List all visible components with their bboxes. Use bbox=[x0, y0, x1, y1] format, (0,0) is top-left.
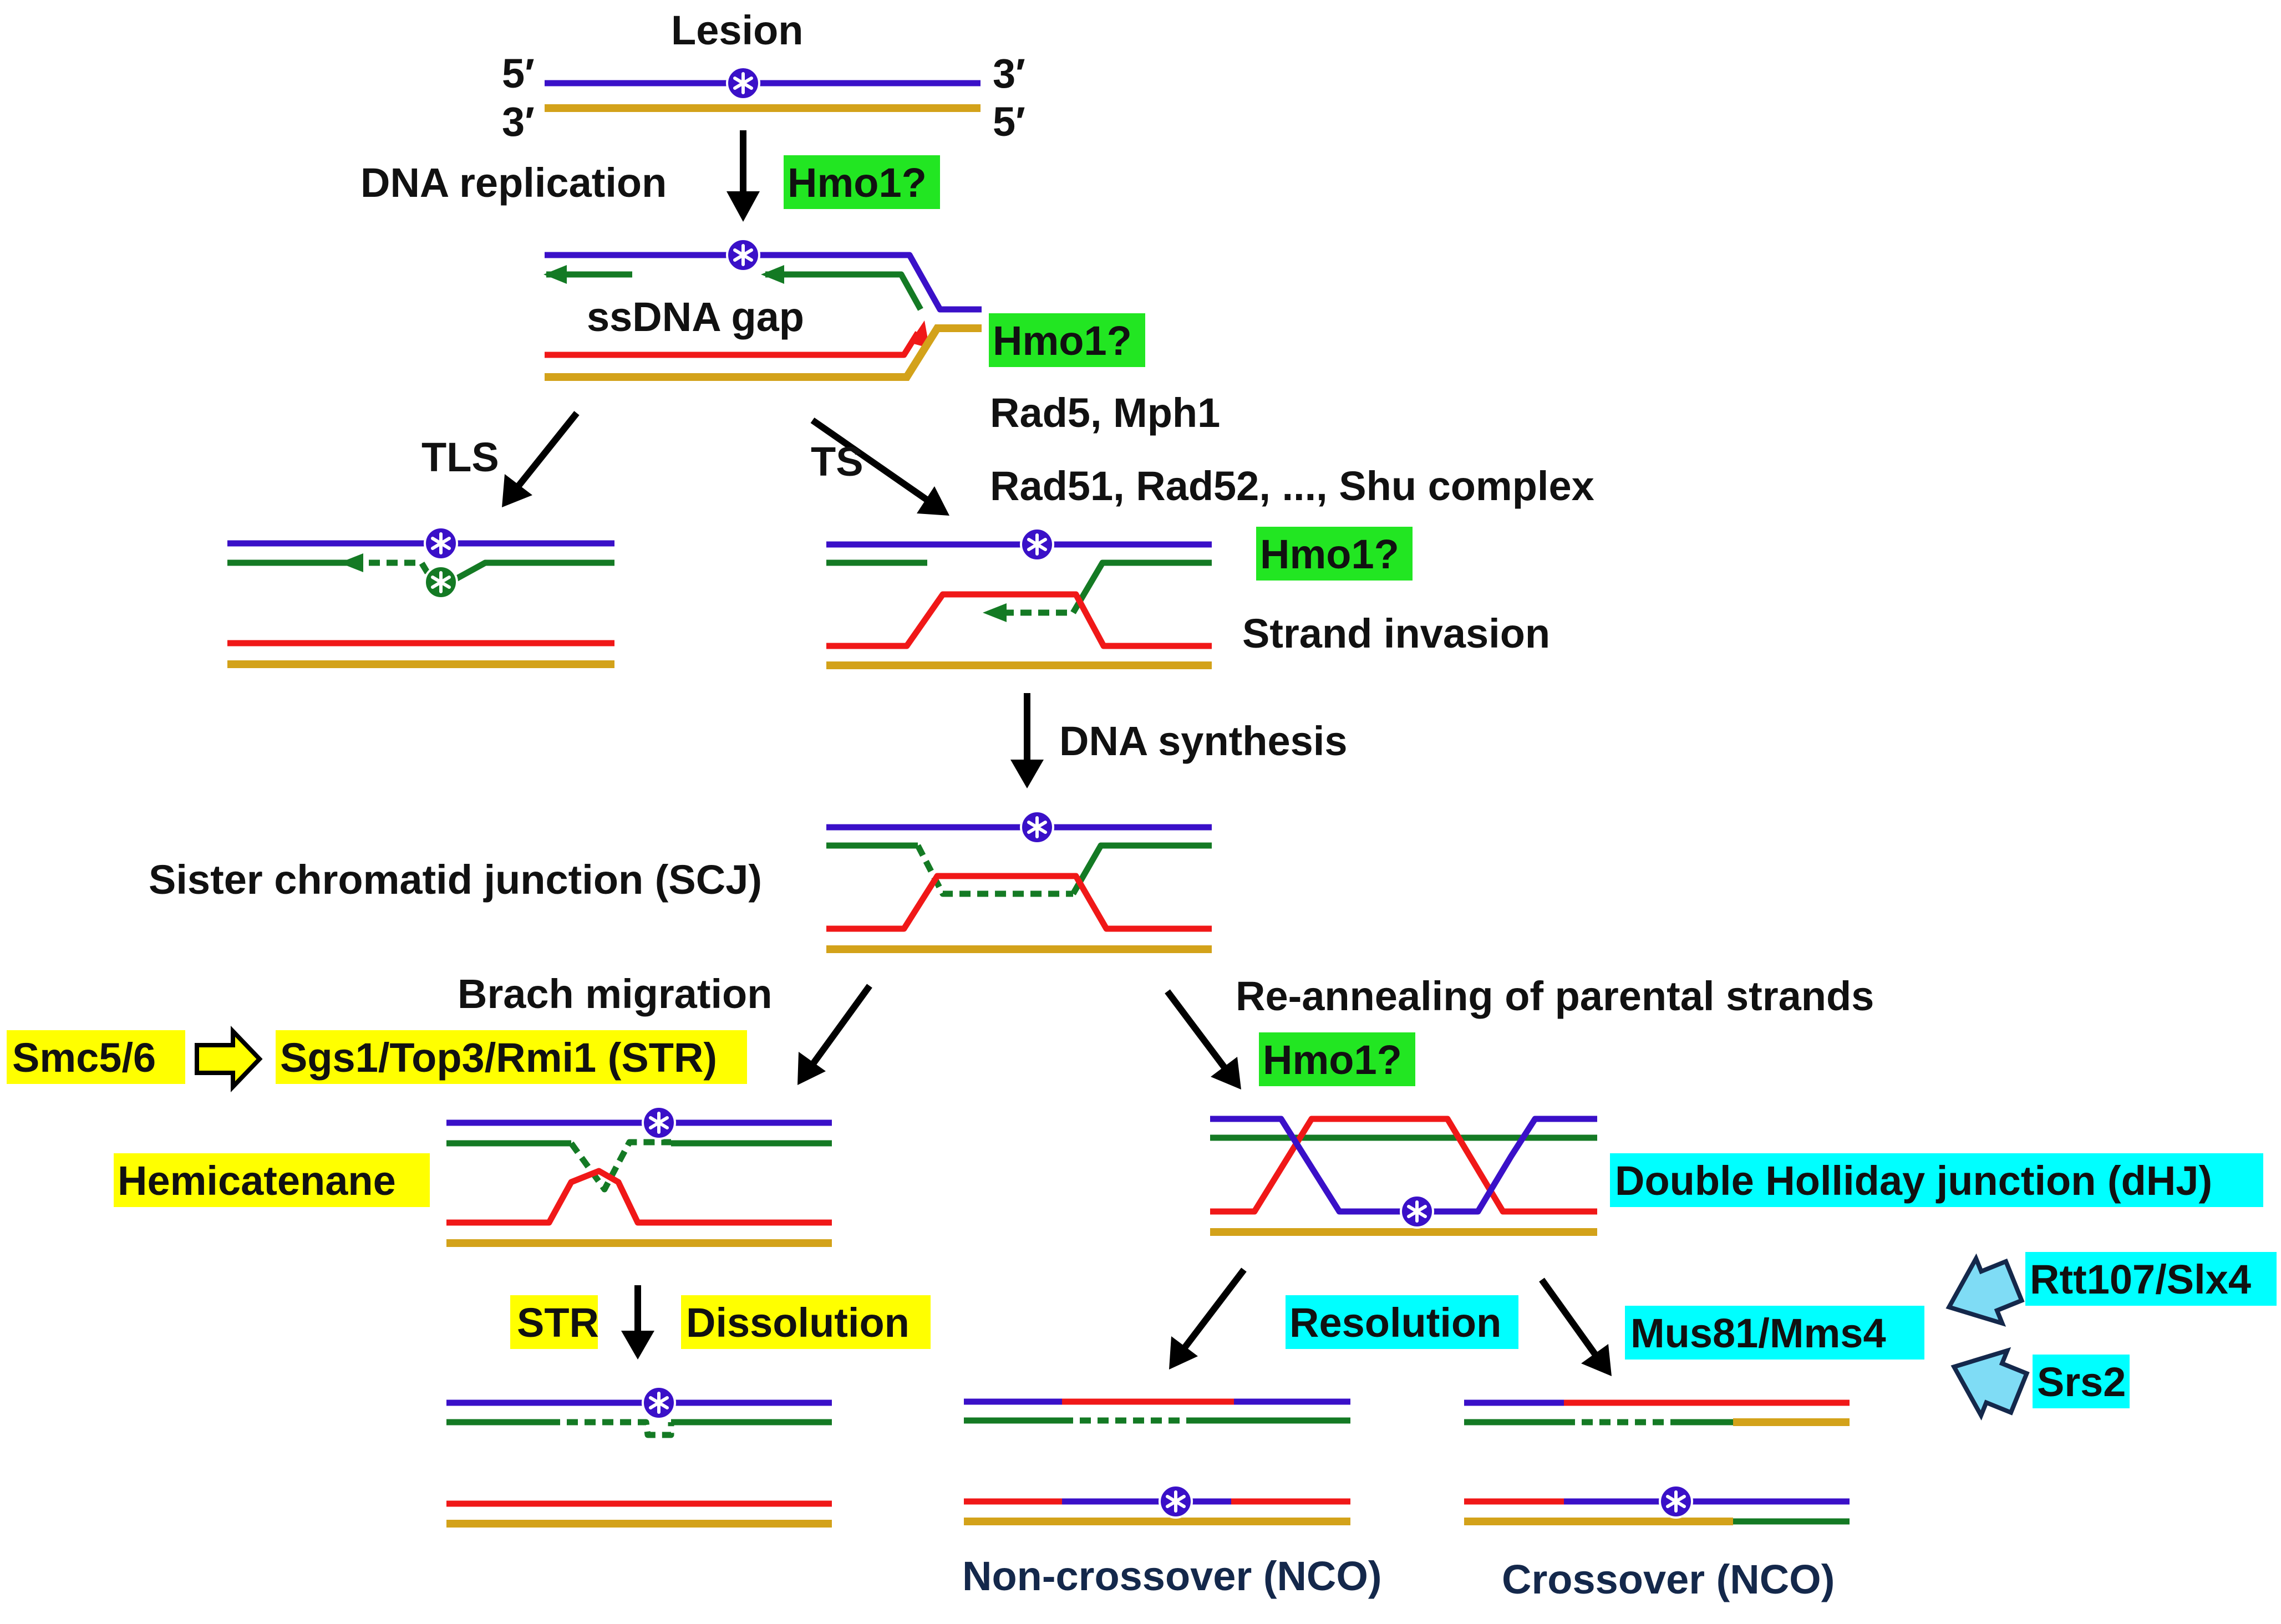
str-label: STR bbox=[517, 1300, 599, 1346]
hmo1-highlight bbox=[989, 313, 1145, 367]
rtt107-slx4-label: Rtt107/Slx4 bbox=[2030, 1256, 2251, 1302]
ssdna-gap-duplex bbox=[543, 238, 982, 381]
lesion-icon bbox=[726, 238, 760, 272]
srs2-stimulation-arrow-icon bbox=[1950, 1347, 2030, 1421]
hmo1-label: Hmo1? bbox=[1263, 1037, 1402, 1083]
arrow-tls bbox=[502, 411, 580, 507]
non-crossover-duplex bbox=[964, 1398, 1350, 1525]
branch-migration-label: Brach migration bbox=[458, 971, 772, 1017]
arrow-dissolution bbox=[621, 1285, 654, 1360]
dna-synthesis-label: DNA synthesis bbox=[1059, 718, 1348, 764]
dhj-label: Double Holliday junction (dHJ) bbox=[1615, 1158, 2212, 1204]
mus81-mms4-label: Mus81/Mms4 bbox=[1630, 1310, 1886, 1356]
parental-bottom-strand bbox=[545, 324, 982, 381]
nascent-top-strand-leading bbox=[765, 271, 923, 311]
three-prime-bottom-label: 3′ bbox=[502, 99, 535, 145]
lesion-icon bbox=[1020, 810, 1054, 844]
smc56-label: Smc5/6 bbox=[12, 1035, 156, 1081]
rtt107-stimulation-arrow-icon bbox=[1945, 1253, 2025, 1327]
nascent-top-strand bbox=[1070, 842, 1212, 895]
nascent-top-strand-invading bbox=[1070, 559, 1212, 614]
mus81-highlight bbox=[1625, 1306, 1924, 1360]
nascent-bottom-strand bbox=[1210, 1116, 1597, 1215]
nascent-bottom-strand bbox=[446, 1168, 832, 1226]
reannealing-label: Re-annealing of parental strands bbox=[1236, 973, 1874, 1019]
hmo1-highlight bbox=[1256, 527, 1413, 581]
dna-replication-label: DNA replication bbox=[360, 160, 667, 206]
tls-arrowhead bbox=[339, 553, 363, 572]
strand-invasion-label: Strand invasion bbox=[1242, 610, 1550, 656]
nascent-bottom-strand bbox=[826, 591, 1212, 649]
smc56-highlight bbox=[7, 1030, 185, 1084]
dhj-highlight bbox=[1610, 1153, 2263, 1207]
three-prime-top-label: 3′ bbox=[993, 50, 1025, 96]
nascent-bottom-strand bbox=[826, 873, 1212, 932]
lesion-icon bbox=[642, 1386, 676, 1420]
arrow-dna-replication bbox=[727, 130, 760, 222]
arrow-resolution-co bbox=[1539, 1277, 1612, 1376]
str-highlight bbox=[510, 1295, 598, 1349]
ts-arrowhead bbox=[983, 603, 1007, 622]
arrow-ts bbox=[810, 418, 949, 516]
hmo1-label: Hmo1? bbox=[1260, 531, 1399, 577]
hmo1-label: Hmo1? bbox=[993, 318, 1132, 364]
rad5-mph1-label: Rad5, Mph1 bbox=[990, 390, 1220, 436]
scj-duplex bbox=[826, 810, 1212, 953]
scj-synthesis-dashed bbox=[915, 844, 1073, 897]
five-prime-bottom-label: 5′ bbox=[993, 99, 1025, 145]
hemicatenane-dashed bbox=[568, 1139, 671, 1193]
dhj-duplex bbox=[1210, 1116, 1597, 1236]
hemicatenane-highlight bbox=[114, 1153, 430, 1207]
dissolution-dashed bbox=[549, 1419, 674, 1438]
dissolution-highlight bbox=[681, 1295, 931, 1349]
nascent-bottom-arrowhead bbox=[910, 320, 929, 348]
five-prime-top-label: 5′ bbox=[502, 50, 535, 96]
srs2-label: Srs2 bbox=[2037, 1359, 2126, 1405]
lesion-icon bbox=[1659, 1484, 1693, 1519]
non-crossover-label: Non-crossover (NCO) bbox=[962, 1553, 1382, 1599]
crossover-duplex bbox=[1464, 1399, 1850, 1525]
hmo1-highlight bbox=[1259, 1032, 1415, 1086]
parental-top-strand bbox=[1210, 1116, 1597, 1215]
resolution-highlight bbox=[1286, 1295, 1518, 1349]
tls-label: TLS bbox=[421, 434, 499, 480]
lesion-icon bbox=[726, 66, 760, 100]
arrow-dna-synthesis bbox=[1010, 693, 1044, 788]
scj-label: Sister chromatid junction (SCJ) bbox=[149, 857, 762, 903]
resolution-label: Resolution bbox=[1289, 1300, 1501, 1346]
lesion-icon bbox=[642, 1106, 676, 1140]
hmo1-label: Hmo1? bbox=[788, 160, 927, 206]
nascent-top-arrowhead bbox=[761, 265, 784, 284]
ts-label: TS bbox=[811, 439, 863, 485]
hemicatenane-label: Hemicatenane bbox=[118, 1158, 396, 1204]
hmo1-highlight bbox=[784, 155, 940, 209]
dissolution-label: Dissolution bbox=[686, 1300, 910, 1346]
tls-lesion-bypass-icon bbox=[424, 565, 458, 599]
lesion-icon bbox=[1400, 1194, 1434, 1229]
dissolution-product-duplex bbox=[446, 1386, 832, 1528]
str-highlight bbox=[276, 1030, 747, 1084]
rad51-shu-label: Rad51, Rad52, ..., Shu complex bbox=[990, 463, 1594, 509]
crossover-label: Crossover (NCO) bbox=[1502, 1556, 1835, 1602]
ssdna-gap-label: ssDNA gap bbox=[587, 294, 804, 340]
rtt107-highlight bbox=[2025, 1252, 2277, 1306]
lesion-icon bbox=[1020, 527, 1054, 562]
stimulation-arrow-icon bbox=[195, 1026, 263, 1092]
arrow-reannealing bbox=[1165, 989, 1241, 1090]
arrow-resolution-nco bbox=[1169, 1267, 1247, 1370]
strand-invasion-duplex bbox=[826, 527, 1212, 669]
tls-duplex bbox=[227, 526, 614, 668]
hemicatenane-duplex bbox=[446, 1106, 832, 1247]
lesion-label: Lesion bbox=[671, 7, 803, 53]
okazaki-arrowhead bbox=[543, 265, 567, 284]
nascent-top-strand bbox=[450, 559, 614, 584]
lesion-icon bbox=[424, 526, 458, 561]
lesion-duplex: Lesion 5′ 3′ 3′ 5′ bbox=[502, 7, 1025, 145]
tls-synthesis-dashed bbox=[369, 559, 435, 583]
arrow-branch-migration bbox=[797, 984, 872, 1085]
lesion-icon bbox=[1159, 1484, 1193, 1519]
str-complex-label: Sgs1/Top3/Rmi1 (STR) bbox=[280, 1035, 717, 1081]
srs2-highlight bbox=[2033, 1355, 2130, 1408]
